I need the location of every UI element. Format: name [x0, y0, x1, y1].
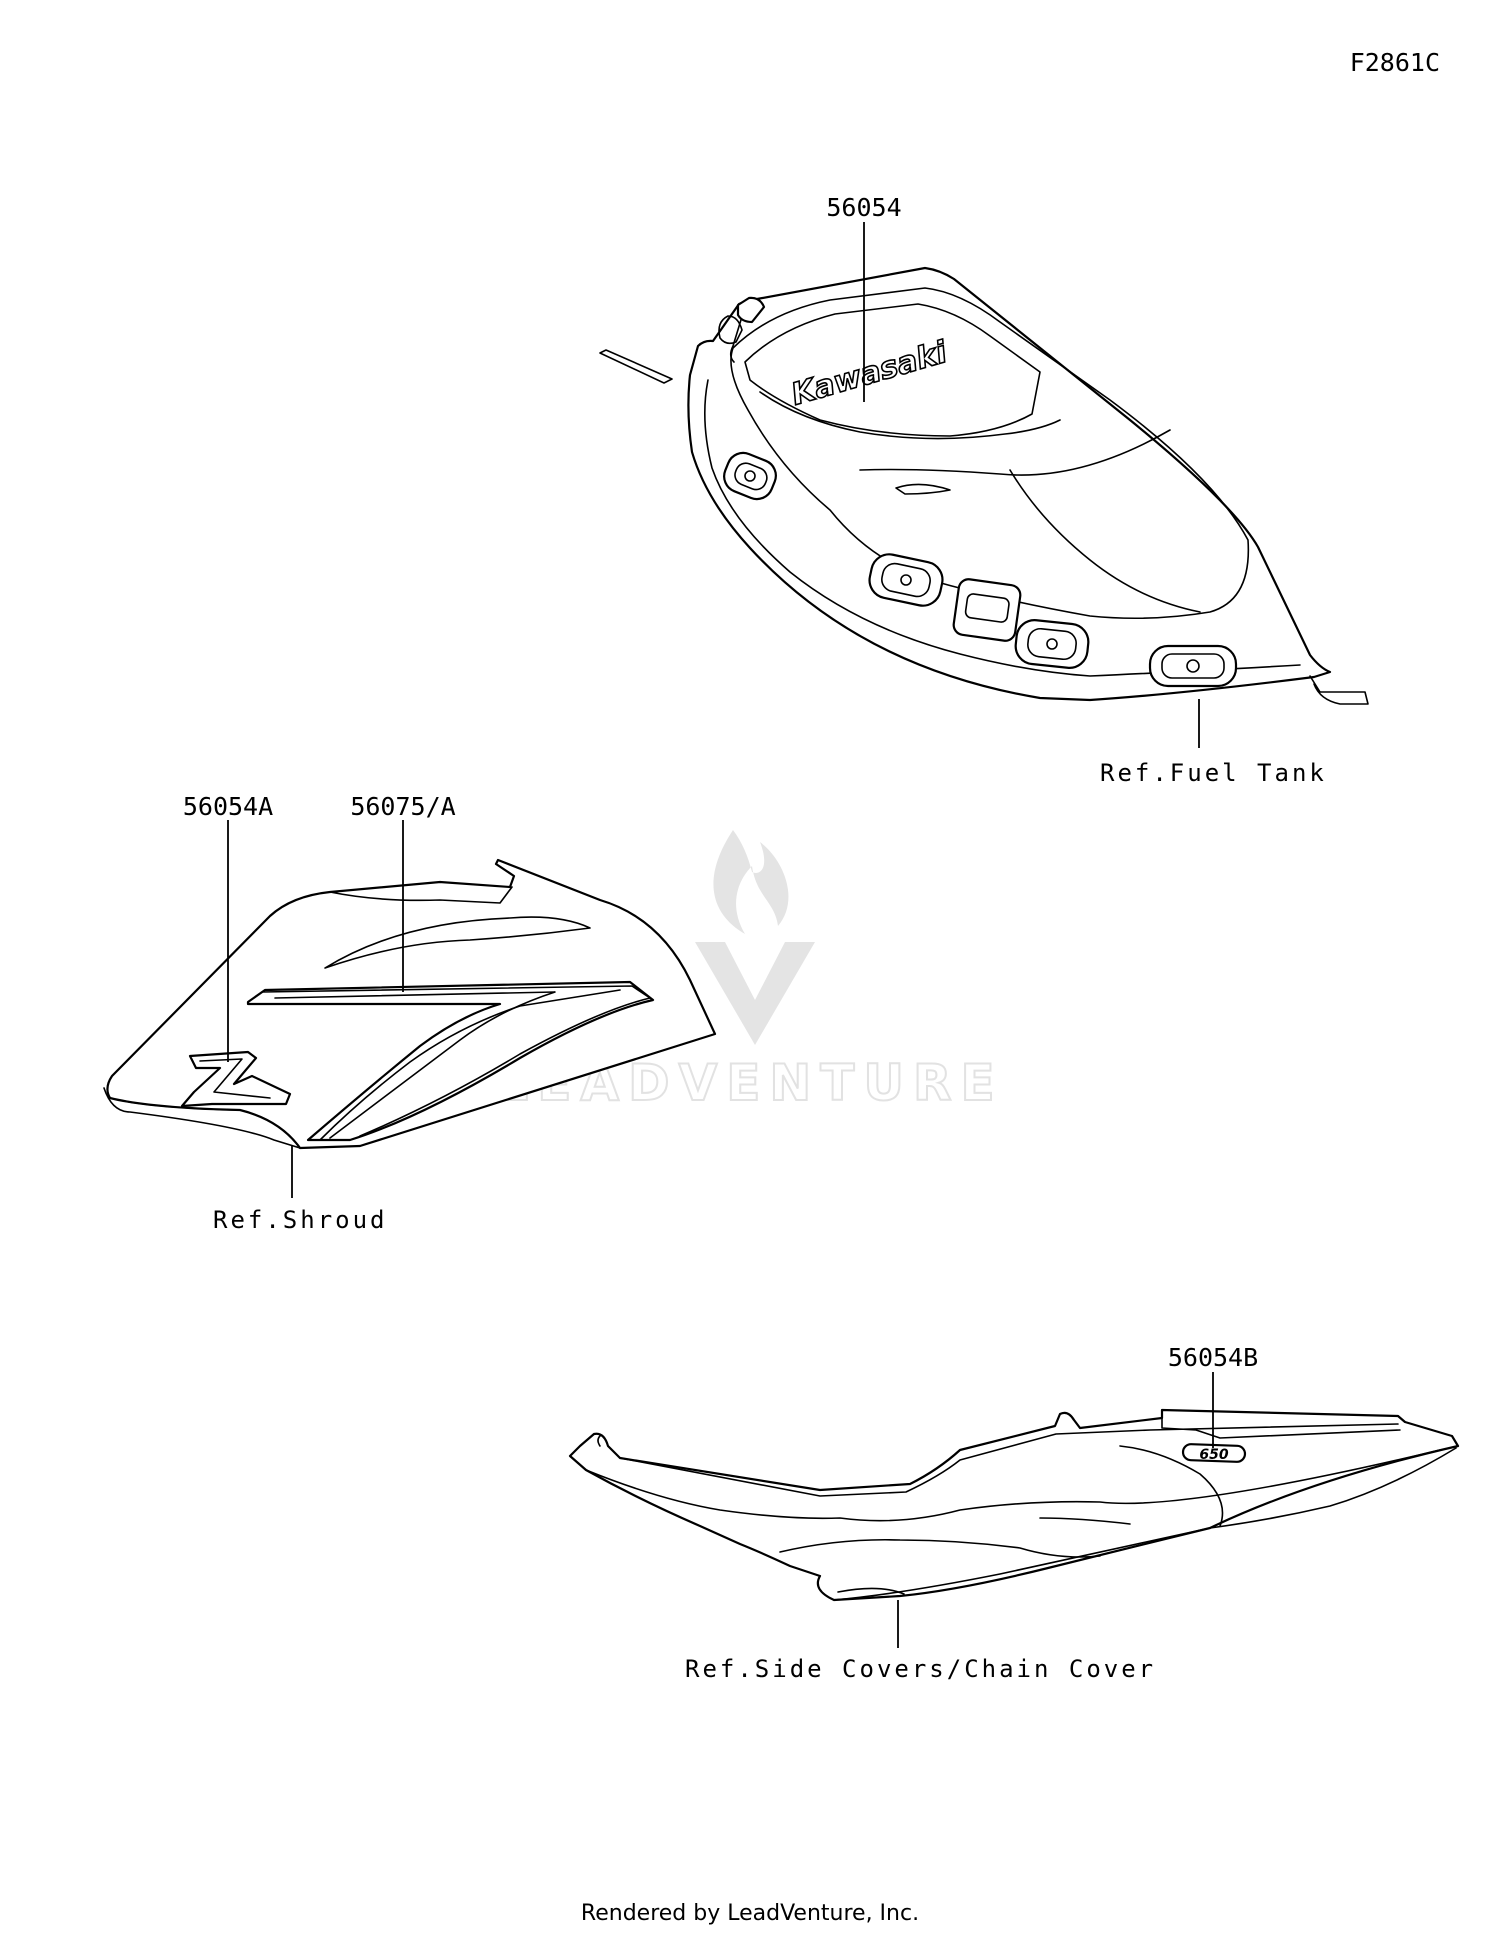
fuel-tank-ref-label: Ref.Fuel Tank [1100, 759, 1327, 787]
tank-mount-pocket [1148, 644, 1238, 688]
shroud-stripe-callout-label: 56075/A [350, 792, 455, 821]
side-cover-drawing: 650 [568, 1408, 1460, 1602]
tank-callout-label: 56054 [826, 193, 901, 222]
watermark-flame-icon [713, 830, 789, 934]
fuel-tank-drawing: Kawasaki [599, 266, 1369, 705]
watermark-v-icon [695, 942, 815, 1045]
tank-mount-pocket [1014, 619, 1090, 669]
footer-credit: Rendered by LeadVenture, Inc. [580, 1901, 920, 1926]
side-cover-callout-label: 56054B [1168, 1343, 1258, 1372]
fuel-tank-cap [736, 296, 766, 324]
shroud-z-callout-label: 56054A [183, 792, 273, 821]
shroud-ref-label: Ref.Shroud [213, 1206, 388, 1234]
tank-mount-pocket [723, 451, 777, 501]
figure-code: F2861C [1350, 48, 1440, 77]
tank-mount-pocket [952, 578, 1022, 642]
tank-mount-pocket [868, 553, 944, 607]
shroud-z-decal [180, 1050, 292, 1108]
shroud-drawing [103, 858, 717, 1150]
side-cover-badge-text: 650 [1199, 1447, 1228, 1463]
side-cover-ref-label: Ref.Side Covers/Chain Cover [685, 1655, 1156, 1683]
side-cover-badge-decal: 650 [1181, 1443, 1247, 1463]
